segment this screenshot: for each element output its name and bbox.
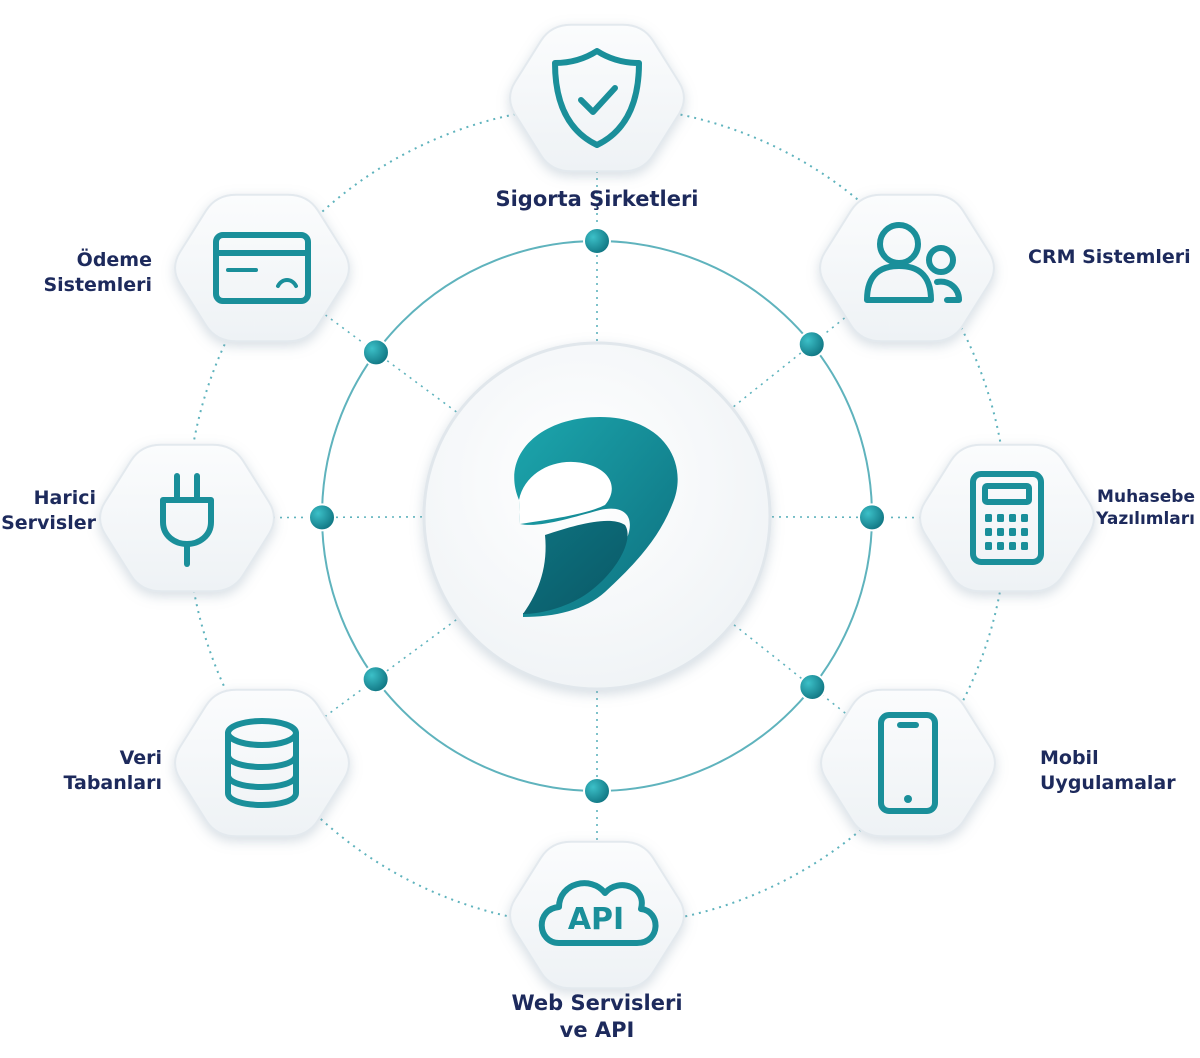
smartphone-icon [878, 712, 938, 814]
label-line: Harici [33, 487, 96, 509]
hex-tile-muhasebe [919, 443, 1095, 593]
node-harici [99, 443, 275, 593]
label-sigorta: Sigorta Şirketleri [467, 186, 727, 213]
label-line: Muhasebe [1097, 487, 1195, 507]
label-line: Web Servisleri [511, 991, 683, 1015]
label-line: Yazılımları [1096, 509, 1195, 530]
users-icon [864, 222, 962, 303]
hex-tile-web [509, 840, 685, 990]
plug-icon [160, 473, 214, 567]
junction-dot-veri [361, 665, 390, 694]
api-icon-text: API [568, 902, 624, 937]
credit-card-icon [213, 232, 311, 304]
node-sigorta [509, 23, 685, 173]
hex-tile-veri [174, 688, 350, 838]
label-crm: CRM Sistemleri [1028, 245, 1198, 270]
node-crm [819, 193, 995, 343]
logo-stroke-inner [523, 520, 628, 614]
junction-dot-sigorta [583, 227, 611, 255]
database-icon [225, 718, 299, 808]
label-line: Mobil [1040, 747, 1099, 769]
hex-tile-sigorta [509, 23, 685, 173]
label-line: Sigorta Şirketleri [495, 187, 699, 211]
junction-dot-web [583, 777, 611, 805]
label-line: ve API [559, 1018, 635, 1043]
hex-tile-harici [99, 443, 275, 593]
junction-dot-crm [797, 330, 826, 359]
label-line: CRM Sistemleri [1028, 246, 1191, 268]
logo-counter [519, 461, 612, 524]
node-muhasebe [919, 443, 1095, 593]
hex-tile-odeme [174, 193, 350, 343]
junction-dot-harici [308, 503, 337, 532]
node-mobil [820, 688, 996, 838]
junction-dot-mobil [798, 673, 827, 702]
p-logo-icon [514, 417, 678, 617]
label-line: Sistemleri [43, 273, 152, 296]
calculator-icon [970, 471, 1044, 565]
label-line: Uygulamalar [1040, 771, 1176, 794]
label-line: Veri [119, 747, 162, 769]
central-hub [422, 341, 772, 691]
label-line: Tabanları [63, 771, 163, 794]
cloud-api-icon: API [538, 880, 659, 946]
junction-dot-muhasebe [857, 503, 886, 532]
shield-check-icon [552, 48, 642, 148]
node-odeme [174, 193, 350, 343]
node-veri [174, 688, 350, 838]
node-tiles: API [99, 23, 1095, 990]
hex-tile-mobil [820, 688, 996, 838]
label-line: Servisler [1, 511, 96, 534]
label-web: Web Servisleri ve API [477, 990, 717, 1045]
node-web: API [509, 840, 685, 990]
junction-dots [308, 227, 886, 805]
junction-dot-odeme [361, 338, 390, 367]
label-line: Ödeme [76, 249, 152, 271]
hub-circle [422, 341, 772, 691]
